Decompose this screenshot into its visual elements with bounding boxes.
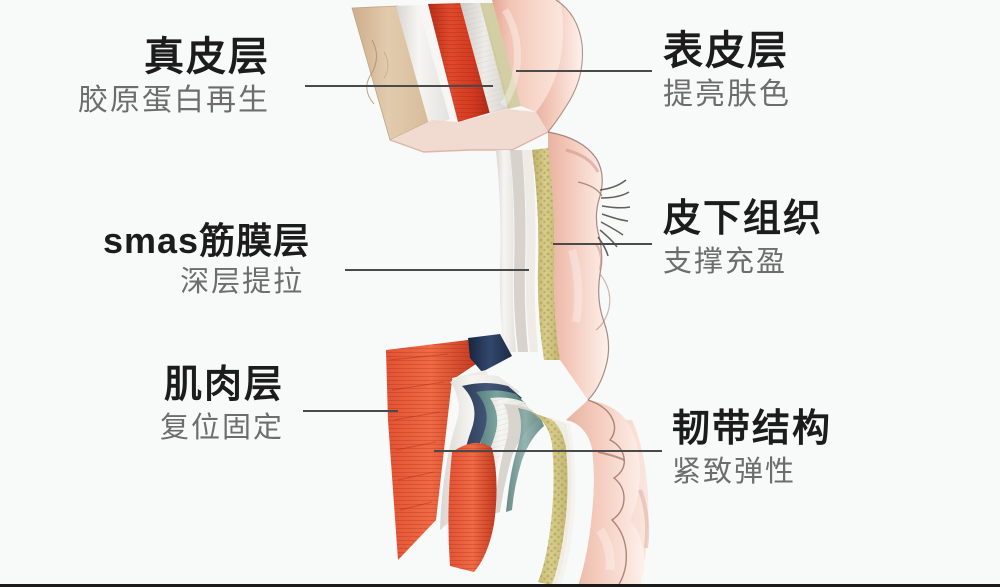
leader-line-muscle [303,410,398,412]
label-dermis-sub: 胶原蛋白再生 [78,84,270,117]
leader-line-dermis [305,85,493,87]
leader-line-epidermis [516,70,652,72]
label-dermis: 真皮层 胶原蛋白再生 [78,36,270,119]
label-muscle: 肌肉层 复位固定 [160,364,285,445]
leader-line-subcutaneous [553,243,652,245]
label-muscle-title: 肌肉层 [164,364,285,406]
label-smas: smas筋膜层 深层提拉 [103,222,310,299]
middle-profile-section [496,131,631,401]
label-epidermis: 表皮层 提亮肤色 [663,30,791,113]
label-subcutaneous-title: 皮下组织 [663,198,824,240]
leader-line-ligament [434,450,662,452]
label-smas-sub: 深层提拉 [180,265,305,298]
label-subcutaneous: 皮下组织 支撑充盈 [663,198,824,279]
leader-line-smas [345,269,529,271]
label-smas-title: smas筋膜层 [103,220,311,261]
label-epidermis-sub: 提亮肤色 [663,78,791,111]
bottom-edge-strip [0,584,1000,587]
label-subcutaneous-sub: 支撑充盈 [663,245,788,278]
top-cross-section [351,0,584,153]
eyelash-detail [597,179,631,257]
label-ligament-sub: 紧致弹性 [672,455,797,488]
label-ligament: 韧带结构 紧致弹性 [672,408,833,489]
label-muscle-sub: 复位固定 [160,411,285,444]
bottom-cross-section [386,334,650,587]
label-ligament-title: 韧带结构 [672,408,833,450]
label-epidermis-title: 表皮层 [663,29,789,73]
label-dermis-title: 真皮层 [144,35,270,79]
